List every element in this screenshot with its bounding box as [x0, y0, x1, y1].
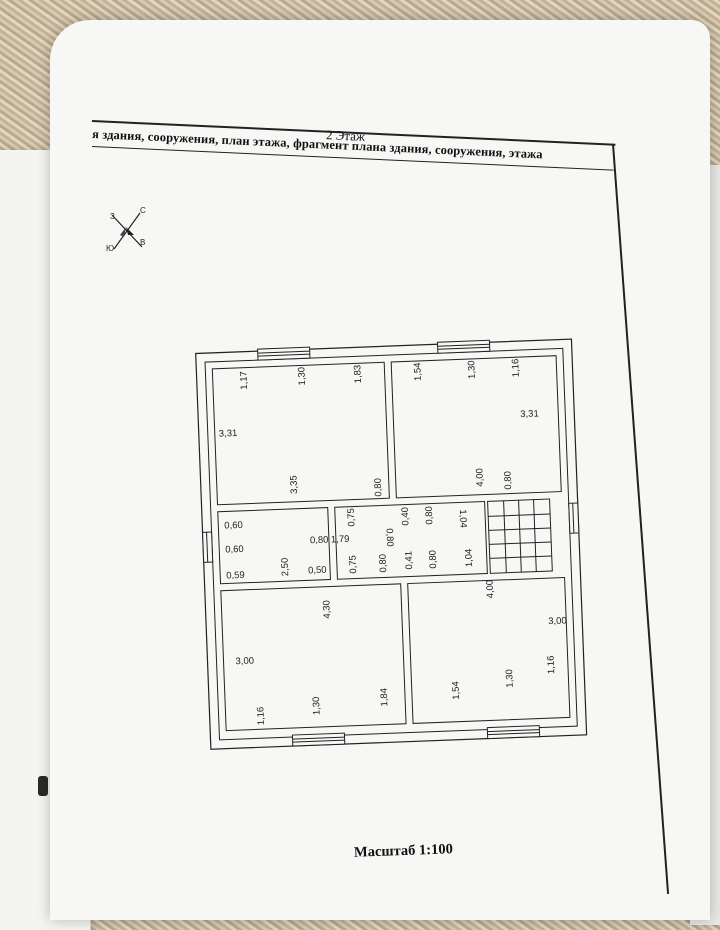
dim-hall-4: 0,40: [400, 507, 412, 526]
dim-top-left-2: 1,30: [296, 367, 308, 386]
dim-middle-left-5: 0,50: [308, 565, 327, 577]
window-top-right: [436, 339, 491, 354]
window-bottom-right: [486, 725, 541, 740]
dim-top-left-1: 1,17: [238, 371, 250, 390]
dim-top-right-1: 1,54: [412, 362, 424, 381]
dim-middle-left-6: 0,80: [310, 535, 329, 547]
dim-bottom-left-2: 3,00: [235, 656, 254, 668]
scale-label: Масштаб 1:100: [353, 841, 454, 861]
floor-title: 2 Этаж: [325, 127, 366, 144]
dim-hall-9: 0,41: [403, 551, 415, 570]
dim-middle-left-3: 0,59: [226, 570, 245, 582]
dim-hall-7: 0,75: [348, 555, 360, 574]
dim-top-right-4: 3,31: [520, 408, 539, 420]
hall: [334, 501, 488, 580]
room-top-left: [211, 361, 390, 506]
dim-hall-1: 0,75: [346, 508, 358, 527]
compass-north-label: С: [140, 206, 146, 215]
dim-bottom-right-4: 1,30: [504, 669, 516, 688]
dim-bottom-left-3: 1,16: [255, 707, 267, 726]
compass-east-label: В: [140, 238, 145, 247]
dim-top-right-5: 4,00: [474, 468, 486, 487]
dim-bottom-right-1: 4,00: [485, 580, 497, 599]
dim-middle-left-1: 0,60: [224, 520, 243, 532]
dim-hall-3: 0,80: [384, 528, 396, 547]
dim-top-left-4: 3,31: [219, 428, 238, 440]
window-top-left: [257, 346, 311, 361]
compass-west-label: З: [110, 212, 115, 221]
dim-top-right-3: 1,16: [510, 359, 522, 378]
dim-top-left-3: 1,83: [352, 365, 364, 384]
room-bottom-left: [220, 583, 407, 732]
dim-hall-11: 1,04: [463, 548, 475, 567]
window-bottom-left: [291, 732, 346, 747]
dim-bottom-right-3: 1,54: [450, 681, 462, 700]
dim-middle-left-7: 1,79: [331, 534, 350, 546]
dim-hall-2: 0,80: [373, 478, 385, 497]
staircase: [487, 498, 553, 574]
room-top-right: [390, 355, 562, 499]
dim-bottom-right-5: 1,16: [546, 655, 558, 674]
dim-bottom-left-5: 1,84: [379, 688, 391, 707]
room-bottom-right: [407, 576, 571, 724]
dim-hall-12: 0,80: [502, 471, 514, 490]
window-left: [202, 531, 214, 563]
compass-south-label: Ю: [106, 244, 114, 253]
dim-top-right-2: 1,30: [466, 360, 478, 379]
floor-plan: 1,17 1,30 1,83 3,31 3,35 1,54 1,30 1,16 …: [195, 338, 605, 750]
dim-middle-left-4: 2,50: [280, 558, 292, 577]
dim-hall-5: 0,80: [424, 506, 436, 525]
dim-hall-8: 0,80: [378, 554, 390, 573]
room-middle-left: [217, 507, 331, 585]
dim-hall-10: 0,80: [427, 550, 439, 569]
compass-rose: С З Ю В: [104, 205, 152, 257]
dim-hall-6: 1,04: [457, 509, 469, 528]
dim-top-left-5: 3,35: [288, 475, 300, 494]
window-right: [568, 502, 580, 534]
dim-bottom-left-4: 1,30: [311, 696, 323, 715]
dim-bottom-left-1: 4,30: [321, 600, 333, 619]
dim-middle-left-2: 0,60: [225, 544, 244, 556]
binder-clip: [38, 776, 48, 796]
dim-bottom-right-2: 3,00: [548, 615, 567, 627]
